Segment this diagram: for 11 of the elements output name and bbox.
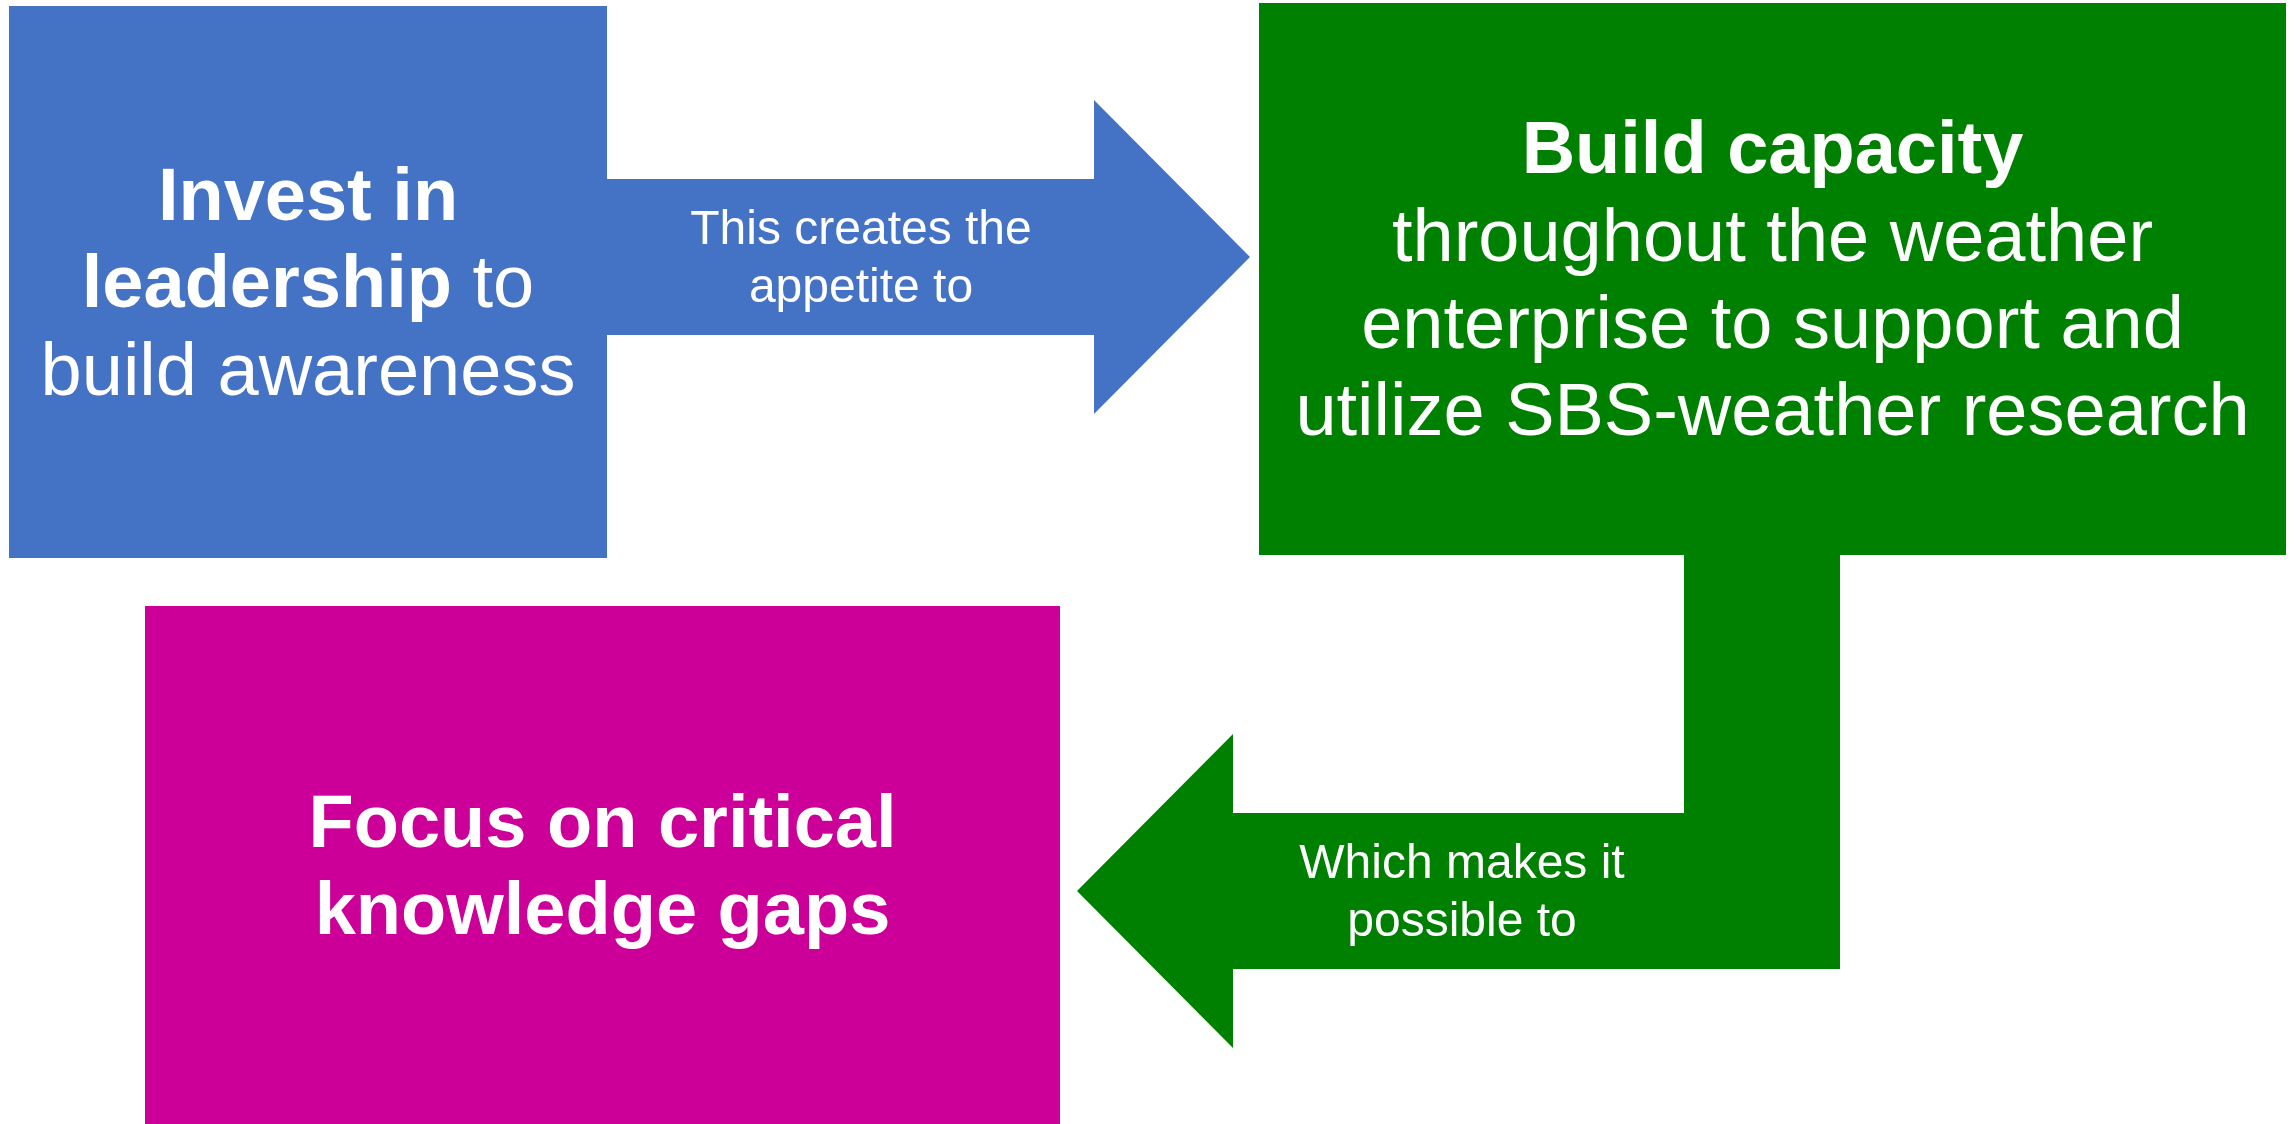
process-box	[145, 606, 1060, 1124]
edge-label: Which makes it possible to	[1298, 833, 1626, 948]
box-text: Invest in leadership to build awareness	[39, 152, 577, 413]
process-box	[9, 6, 607, 558]
process-box	[1259, 3, 2286, 555]
box-heading: Build capacity	[1521, 105, 2024, 192]
block-arrow	[1077, 555, 1840, 1048]
block-arrow	[607, 100, 1250, 414]
edge-label: This creates the appetite to	[689, 199, 1033, 314]
box-heading: Focus on critical knowledge gaps	[307, 778, 898, 952]
box-text: throughout the weather enterprise to support and utilize SBS-weather research	[1294, 192, 2251, 454]
